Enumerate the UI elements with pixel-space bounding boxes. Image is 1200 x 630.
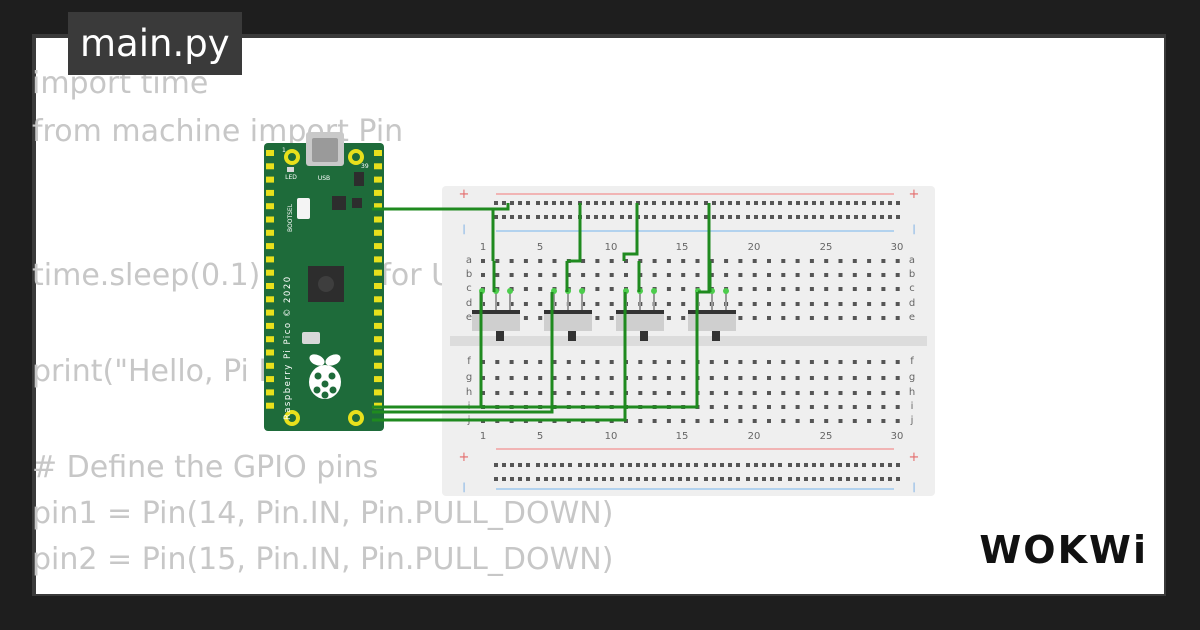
wire[interactable] <box>372 292 627 422</box>
column-number: 1 <box>480 242 486 253</box>
file-tab-main-py[interactable]: main.py <box>68 12 242 75</box>
column-number: 5 <box>537 242 543 253</box>
row-letter: g <box>466 372 472 383</box>
row-letter: c <box>909 283 915 294</box>
bootsel-button[interactable] <box>297 198 310 219</box>
slide-switch[interactable] <box>544 288 592 341</box>
row-letter: d <box>466 298 472 309</box>
row-letter: f <box>467 356 471 367</box>
row-letter: d <box>909 298 915 309</box>
breadboard[interactable]: + + | | + + | | 1 5 10 15 20 25 30 1 5 1… <box>442 186 935 496</box>
wire[interactable] <box>493 203 510 211</box>
slide-switch[interactable] <box>472 288 520 341</box>
pico-pins <box>266 150 382 409</box>
column-number: 20 <box>748 242 761 253</box>
rail-minus-label: | <box>912 482 915 493</box>
column-number: 20 <box>748 431 761 442</box>
rail-minus-label: | <box>462 224 465 235</box>
rail-plus-label: + <box>459 450 470 465</box>
column-number: 30 <box>891 242 904 253</box>
code-line: # Define the GPIO pins <box>32 450 379 485</box>
code-line: pin2 = Pin(15, Pin.IN, Pin.PULL_DOWN) <box>32 542 614 577</box>
row-letter: h <box>466 387 472 398</box>
rail-minus-label: | <box>462 482 465 493</box>
column-number: 25 <box>820 431 833 442</box>
column-number: 10 <box>605 242 618 253</box>
slide-switch[interactable] <box>616 288 664 341</box>
wokwi-logo: WOKWi <box>979 528 1148 572</box>
rail-minus-label: | <box>912 224 915 235</box>
column-number: 5 <box>537 431 543 442</box>
led-icon <box>287 167 294 172</box>
rail-plus-label: + <box>459 187 470 202</box>
row-letter: c <box>466 283 472 294</box>
wires[interactable] <box>372 203 712 422</box>
row-letter: b <box>466 269 472 280</box>
column-number: 10 <box>605 431 618 442</box>
row-letter: e <box>466 312 472 323</box>
raspberry-pi-pico[interactable]: USB LED 1 39 BOOTSEL Raspberry Pi Pico ©… <box>264 132 384 431</box>
column-number: 15 <box>676 242 689 253</box>
usb-label: USB <box>318 175 330 182</box>
row-letter: g <box>909 372 915 383</box>
code-line: pin1 = Pin(14, Pin.IN, Pin.PULL_DOWN) <box>32 496 614 531</box>
wire[interactable] <box>372 292 699 409</box>
pin-number-label: 1 <box>282 147 286 154</box>
column-number: 25 <box>820 242 833 253</box>
row-letter: e <box>909 312 915 323</box>
raspberry-logo-icon <box>309 354 341 399</box>
bootsel-label: BOOTSEL <box>287 203 294 232</box>
led-label: LED <box>285 174 297 181</box>
row-letter: f <box>910 356 914 367</box>
rail-plus-label: + <box>909 450 920 465</box>
column-number: 15 <box>676 431 689 442</box>
wire[interactable] <box>372 292 554 414</box>
column-number: 1 <box>480 431 486 442</box>
row-letter: a <box>909 255 915 266</box>
slide-switches[interactable] <box>472 288 736 341</box>
wire[interactable] <box>567 203 582 263</box>
pin-number-label: 39 <box>361 163 369 170</box>
row-letter: a <box>466 255 472 266</box>
board-text: Raspberry Pi Pico © 2020 <box>283 275 293 420</box>
rail-plus-label: + <box>909 187 920 202</box>
column-number: 30 <box>891 431 904 442</box>
row-letter: i <box>911 401 914 412</box>
row-letter: h <box>909 387 915 398</box>
row-letter: b <box>909 269 915 280</box>
wire[interactable] <box>622 203 639 261</box>
row-letter: j <box>910 415 914 426</box>
